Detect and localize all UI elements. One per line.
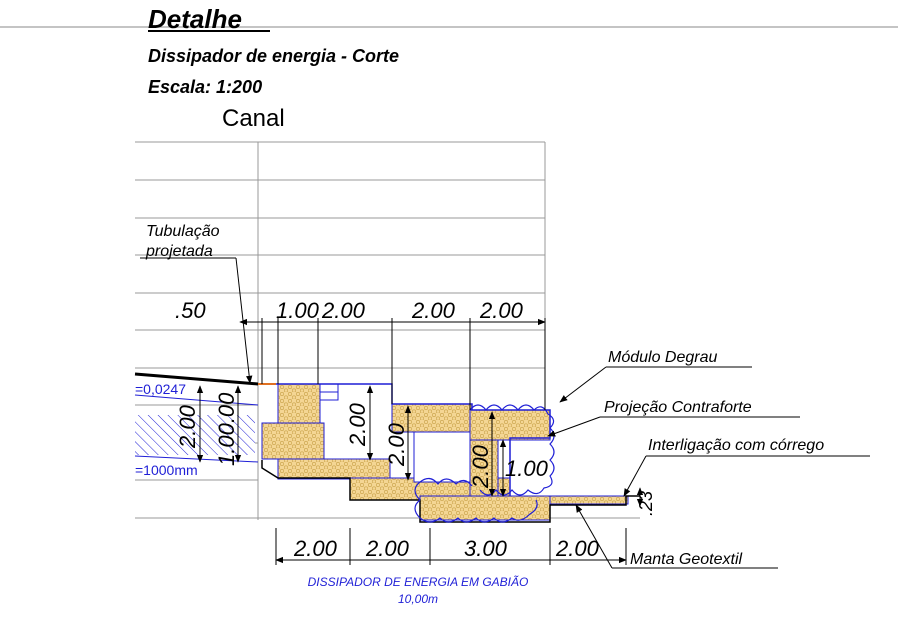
dim-left-2: 1.00.00 xyxy=(214,392,239,466)
pipe-top-line xyxy=(134,372,259,386)
label-tubulacao-2: projetada xyxy=(145,243,213,260)
gabion-block xyxy=(277,383,321,427)
caption-line-1: DISSIPADOR DE ENERGIA EM GABIÃO xyxy=(308,575,529,589)
dim-top-4: 2.00 xyxy=(411,298,456,323)
pipe-section: =0,0247 =1000mm xyxy=(134,372,276,478)
label-interligacao: Interligação com córrego xyxy=(648,437,824,454)
gabion-structure xyxy=(261,383,640,523)
dim-right: .23 xyxy=(636,491,656,516)
dim-top-5: 2.00 xyxy=(479,298,524,323)
label-manta: Manta Geotextil xyxy=(630,551,743,568)
dimension-lines xyxy=(140,257,870,569)
label-tubulacao-1: Tubulação xyxy=(146,223,220,240)
dim-top-1: .50 xyxy=(175,298,206,323)
detail-subtitle: Dissipador de energia - Corte xyxy=(148,46,399,66)
gabion-block xyxy=(261,422,325,460)
dim-left-1: 2.00 xyxy=(175,404,200,449)
gabion-block xyxy=(419,495,551,521)
dim-bottom-2: 2.00 xyxy=(365,536,410,561)
dim-bottom-3: 3.00 xyxy=(464,536,508,561)
label-modulo-degrau: Módulo Degrau xyxy=(608,349,718,366)
label-projecao-contraforte: Projeção Contraforte xyxy=(604,399,752,416)
module-cloud xyxy=(469,404,555,496)
detail-scale: Escala: 1:200 xyxy=(148,77,262,97)
channel-label: Canal xyxy=(222,105,285,132)
diameter-value: =1000mm xyxy=(135,462,198,478)
dim-bottom-1: 2.00 xyxy=(293,536,338,561)
gabion-block xyxy=(277,458,391,480)
dim-inner-3: 2.00 xyxy=(468,444,493,489)
dim-bottom-4: 2.00 xyxy=(555,536,600,561)
slope-value: =0,0247 xyxy=(135,381,186,397)
module-cloud-bottom xyxy=(414,477,538,523)
dim-inner-4: 1.00 xyxy=(505,456,549,481)
dim-top-3: 2.00 xyxy=(321,298,366,323)
caption-line-2: 10,00m xyxy=(398,592,438,606)
detail-title: Detalhe xyxy=(148,4,242,34)
dim-inner-2: 2.00 xyxy=(384,422,409,467)
gabion-outlet xyxy=(549,495,629,505)
ground-line xyxy=(261,460,640,523)
dim-top-2: 1.00 xyxy=(276,298,320,323)
gabion-block xyxy=(469,409,551,441)
dim-inner-1: 2.00 xyxy=(345,402,370,447)
